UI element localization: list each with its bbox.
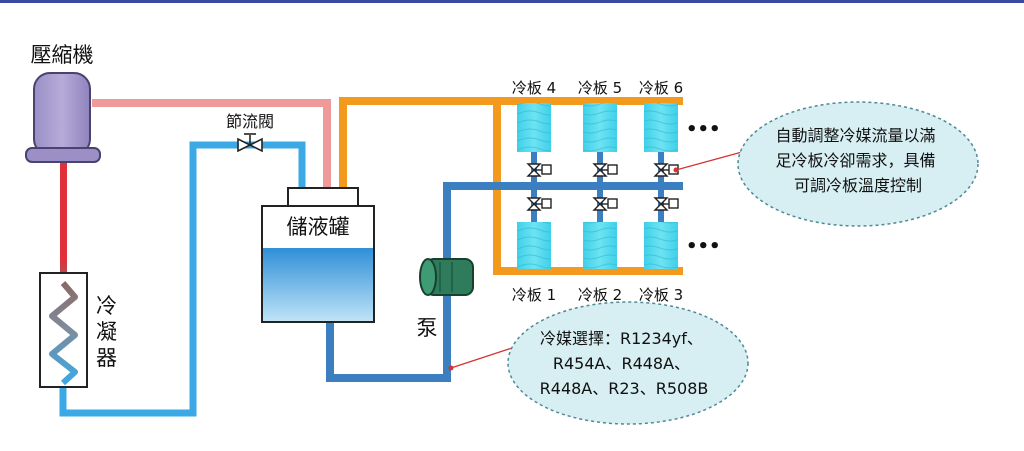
condenser: 冷 凝 器 xyxy=(39,272,124,388)
throttle-valve-label: 節流閥 xyxy=(226,112,274,131)
condenser-label-char-1: 冷 xyxy=(96,294,117,318)
condenser-coil xyxy=(49,281,78,386)
pump-end xyxy=(419,258,437,296)
control-valve-lower-3 xyxy=(653,197,679,211)
cold-plate-6 xyxy=(644,103,678,152)
liquid-tank: 儲液罐 xyxy=(261,187,375,323)
pump: 泵 xyxy=(417,258,474,340)
plate-label-1: 冷板 1 xyxy=(512,286,556,304)
callout-flow-control-leader xyxy=(675,151,743,171)
cold-plate-4 xyxy=(517,103,551,152)
top-accent-bar xyxy=(0,0,1024,3)
condenser-label-char-3: 器 xyxy=(96,346,117,370)
plate-label-6: 冷板 6 xyxy=(639,79,683,97)
callout-flow-control-text: 自動調整冷媒流量以滿 足冷板冷卻需求，具備 可調冷板溫度控制 xyxy=(775,126,940,195)
callout-flow-control-bubble xyxy=(737,101,979,227)
cold-plate-1 xyxy=(517,222,551,269)
condenser-box xyxy=(39,272,88,388)
cold-plate-3 xyxy=(644,222,678,269)
cold-plate-2 xyxy=(583,222,617,269)
callout-flow-control: 自動調整冷媒流量以滿 足冷板冷卻需求，具備 可調冷板溫度控制 xyxy=(673,101,979,227)
return-pipe xyxy=(326,182,683,382)
liquid-line-pipe xyxy=(59,141,306,417)
callout-top-line-2: 足冷板冷卻需求，具備 xyxy=(775,151,935,170)
compressor-base xyxy=(25,147,101,163)
throttle-valve: 節流閥 xyxy=(226,112,274,153)
callout-bottom-line-1: 冷媒選擇：R1234yf、 xyxy=(540,329,703,348)
more-plates-ellipsis-top: ••• xyxy=(686,119,721,140)
control-valve-lower-2 xyxy=(592,197,618,211)
control-valve-upper-1 xyxy=(526,163,552,177)
compressor-outlet-pipe xyxy=(60,163,67,291)
callout-top-line-1: 自動調整冷媒流量以滿 xyxy=(775,126,935,145)
condenser-label: 冷 凝 器 xyxy=(96,294,124,370)
tank-liquid xyxy=(263,248,373,321)
callout-bottom-line-2: R454A、R448A、 xyxy=(553,354,690,373)
plate-label-2: 冷板 2 xyxy=(578,286,622,304)
more-plates-ellipsis-bottom: ••• xyxy=(686,236,721,257)
callout-refrigerant-bubble xyxy=(507,301,749,425)
control-valves xyxy=(526,163,679,211)
supply-pipe xyxy=(339,97,683,190)
control-valve-upper-2 xyxy=(592,163,618,177)
callout-refrigerant-options: 冷媒選擇：R1234yf、 R454A、R448A、 R448A、R23、R50… xyxy=(448,301,749,425)
supply-return-pipe xyxy=(493,101,683,275)
condenser-label-char-2: 凝 xyxy=(96,320,117,344)
callout-bottom-line-3: R448A、R23、R508B xyxy=(540,379,709,398)
callout-refrigerant-text: 冷媒選擇：R1234yf、 R454A、R448A、 R448A、R23、R50… xyxy=(540,329,709,398)
callout-top-line-3: 可調冷板溫度控制 xyxy=(794,176,922,195)
compressor-label: 壓縮機 xyxy=(31,43,94,67)
control-valve-upper-3 xyxy=(653,163,679,177)
plate-label-3: 冷板 3 xyxy=(639,286,683,304)
callout-refrigerant-leader xyxy=(450,347,513,369)
pipes xyxy=(59,97,683,417)
compressor: 壓縮機 xyxy=(25,43,101,163)
cold-plates: 冷板 4 冷板 5 冷板 6 冷板 1 冷板 2 冷板 3 ••• ••• xyxy=(512,79,721,304)
hot-gas-pipe xyxy=(92,99,331,190)
plate-label-5: 冷板 5 xyxy=(578,79,622,97)
pump-label: 泵 xyxy=(417,316,438,340)
tank-label: 儲液罐 xyxy=(287,215,350,239)
control-valve-lower-1 xyxy=(526,197,552,211)
plate-label-4: 冷板 4 xyxy=(512,79,556,97)
cold-plate-5 xyxy=(583,103,617,152)
compressor-body xyxy=(33,72,91,156)
